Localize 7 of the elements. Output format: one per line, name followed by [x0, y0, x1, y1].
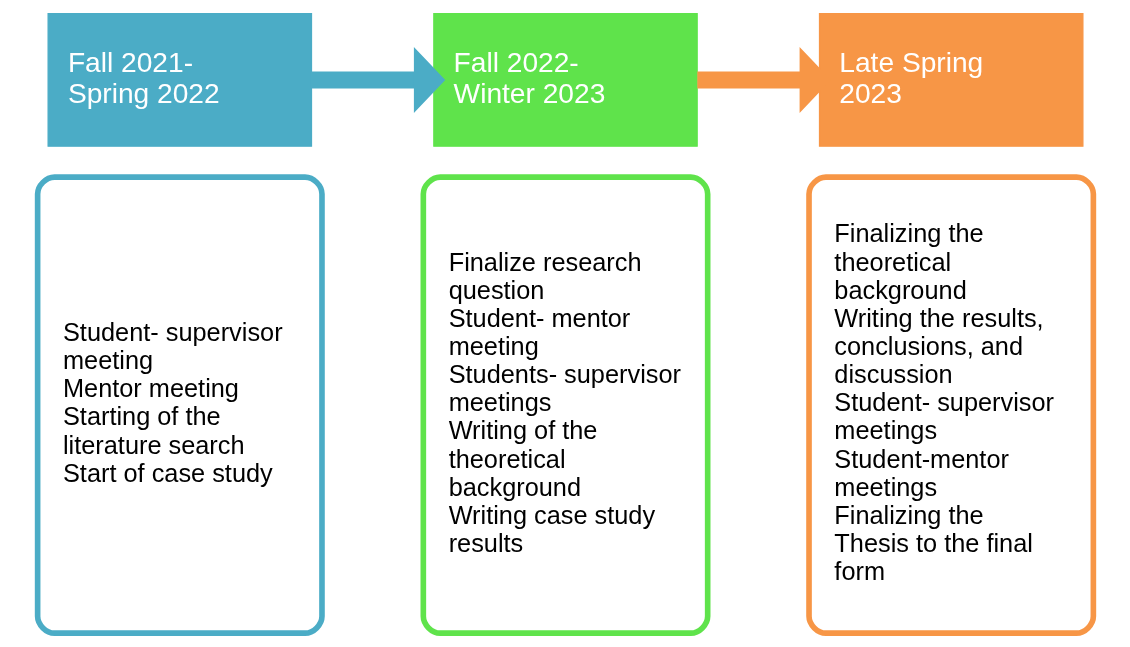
node-box: Fall 2021- Spring 2022 [47, 13, 312, 147]
node-box: Finalizing the theoretical background Writing the results, conclusions, and discussion Student- supervisor meetings Student-mentor meetings Finalizing the Thesis to the final form [805, 174, 1096, 636]
arrow [311, 47, 445, 113]
node-box: Fall 2022- Winter 2023 [432, 13, 698, 147]
node-box: Student- supervisor meeting Mentor meeting Starting of the literature search Start of case study [34, 174, 325, 636]
node-box: Late Spring 2023 [818, 13, 1083, 147]
node-box: Finalize research question Student- mentor meeting Students- supervisor meetings Writing of the theoretical background Writing case study results [420, 174, 710, 636]
